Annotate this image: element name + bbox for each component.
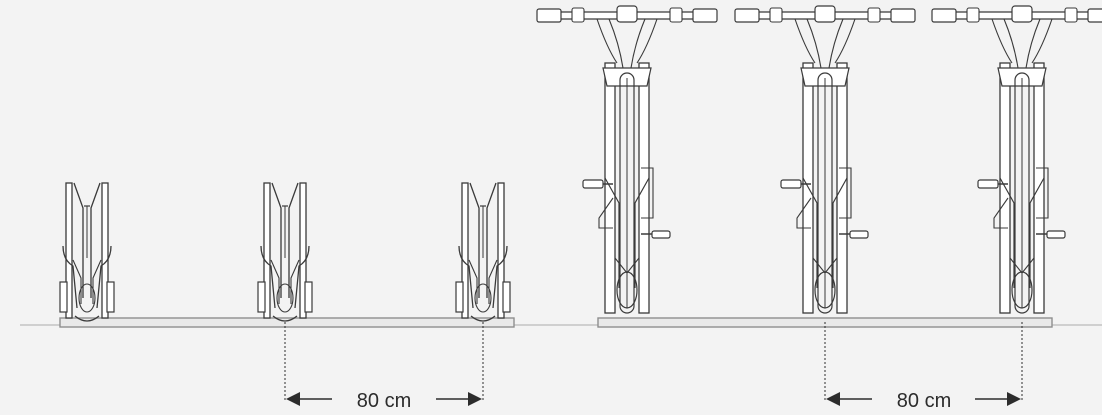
bike-rack-empty-icon <box>59 182 115 322</box>
left-spacing-label: 80 cm <box>357 390 411 412</box>
bike-in-rack-front-view-icon <box>734 5 916 314</box>
bike-in-rack-front-view-icon <box>931 5 1102 314</box>
right-dimension: 80 cm <box>824 322 1023 412</box>
left-base-plate <box>59 317 515 328</box>
bike-rack-empty-icon <box>257 182 313 322</box>
arrow-left-icon <box>286 392 300 406</box>
arrow-left-icon <box>826 392 840 406</box>
left-dimension: 80 cm <box>284 322 484 412</box>
bike-rack-empty-icon <box>455 182 511 322</box>
arrow-right-icon <box>468 392 482 406</box>
bike-in-rack-front-view-icon <box>536 5 718 314</box>
right-spacing-label: 80 cm <box>897 390 951 412</box>
arrow-right-icon <box>1007 392 1021 406</box>
